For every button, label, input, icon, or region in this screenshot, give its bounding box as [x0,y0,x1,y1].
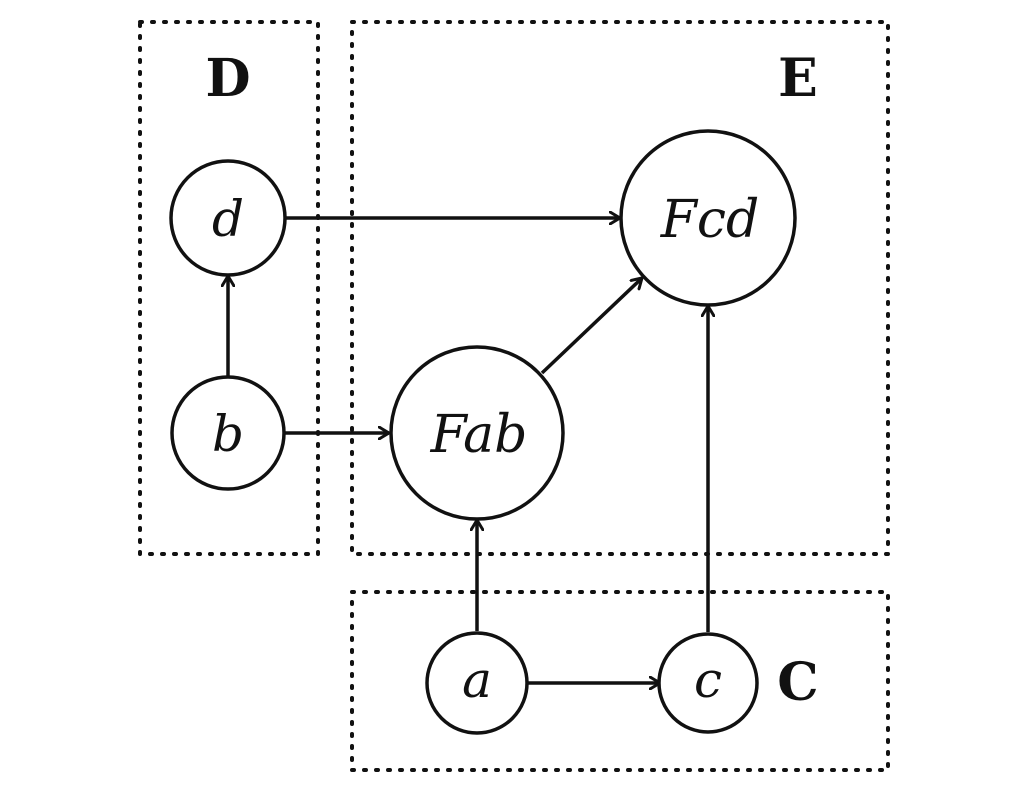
node-fab: Fab [389,345,565,521]
node-label-fcd: Fcd [660,190,760,250]
node-label-b: b [212,405,244,463]
group-box-d [138,20,320,556]
node-label-fab: Fab [430,405,528,465]
group-box-c [350,590,890,772]
group-label-d: D [205,48,250,109]
group-label-c: C [777,652,818,713]
node-c: c [657,632,759,734]
node-label-c: c [694,651,722,709]
group-label-e: E [778,48,818,109]
node-label-a: a [462,651,492,709]
node-a: a [425,631,529,735]
node-label-d: d [212,190,244,248]
node-d: d [169,159,287,277]
node-b: b [170,375,286,491]
edge-fab-to-fcd [540,278,642,375]
node-fcd: Fcd [619,129,797,307]
group-box-e [350,20,890,556]
